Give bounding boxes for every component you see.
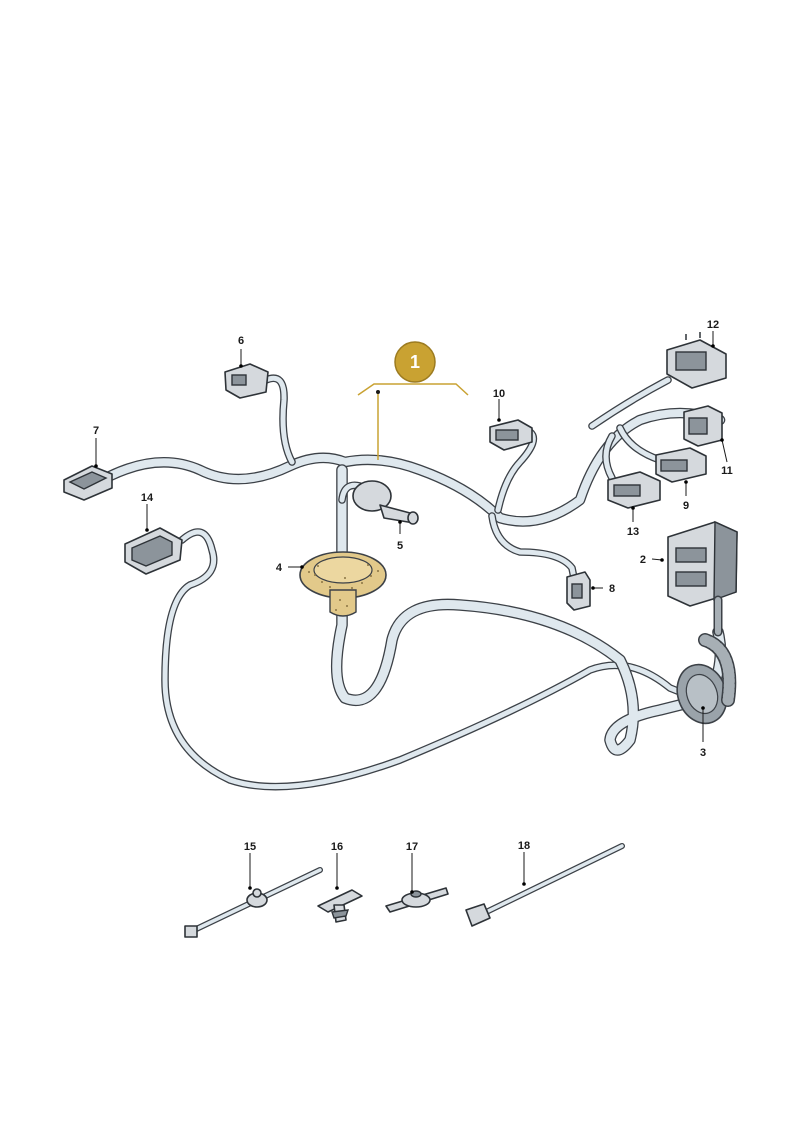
harness-cable-10 — [495, 429, 536, 513]
callout-labels: 2 3 4 5 6 7 8 9 10 11 — [93, 319, 733, 894]
callout-11: 11 — [721, 465, 733, 477]
connector-part-6 — [224, 363, 269, 399]
callout-8: 8 — [609, 583, 615, 595]
callout-5: 5 — [397, 540, 403, 552]
callout-3: 3 — [700, 747, 706, 759]
harness-cable-6 — [263, 375, 295, 465]
harness-cable-9 — [617, 425, 663, 463]
callout-2: 2 — [640, 554, 646, 566]
grommet-part-3 — [676, 633, 737, 725]
harness-cables — [104, 374, 727, 791]
callout-13: 13 — [627, 526, 639, 538]
clip-part-17 — [385, 887, 449, 913]
connector-part-11 — [683, 405, 723, 447]
harness-cable-drop — [332, 465, 705, 755]
callout-15: 15 — [244, 841, 256, 853]
clip-part-16 — [317, 889, 363, 923]
connector-part-10 — [489, 419, 533, 451]
main-part-badge: 1 — [357, 341, 469, 460]
cable-tie-part-15 — [184, 867, 323, 938]
harness-cable-12 — [589, 377, 671, 429]
cable-tie-part-18 — [465, 843, 625, 927]
connector-part-7 — [63, 465, 113, 501]
connector-part-12 — [666, 332, 727, 389]
connector-part-13 — [607, 471, 661, 509]
harness-cable-14 — [162, 529, 703, 790]
callout-16: 16 — [331, 841, 343, 853]
callout-6: 6 — [238, 335, 244, 347]
connector-part-14 — [124, 527, 183, 575]
callout-18: 18 — [518, 840, 530, 852]
harness-cable-13 — [603, 433, 615, 481]
harness-cable-8 — [489, 513, 577, 581]
callout-12: 12 — [707, 319, 719, 331]
connector-part-5 — [352, 480, 419, 525]
callout-9: 9 — [683, 500, 689, 512]
callout-17: 17 — [406, 841, 418, 853]
callout-10: 10 — [493, 388, 505, 400]
callout-7: 7 — [93, 425, 99, 437]
connector-part-9 — [655, 447, 707, 483]
badge-label: 1 — [410, 352, 420, 372]
grommet-part-4 — [299, 551, 387, 617]
callout-14: 14 — [141, 492, 154, 504]
connector-part-8 — [566, 571, 591, 611]
connector-part-2 — [667, 520, 738, 637]
callout-4: 4 — [276, 562, 283, 574]
